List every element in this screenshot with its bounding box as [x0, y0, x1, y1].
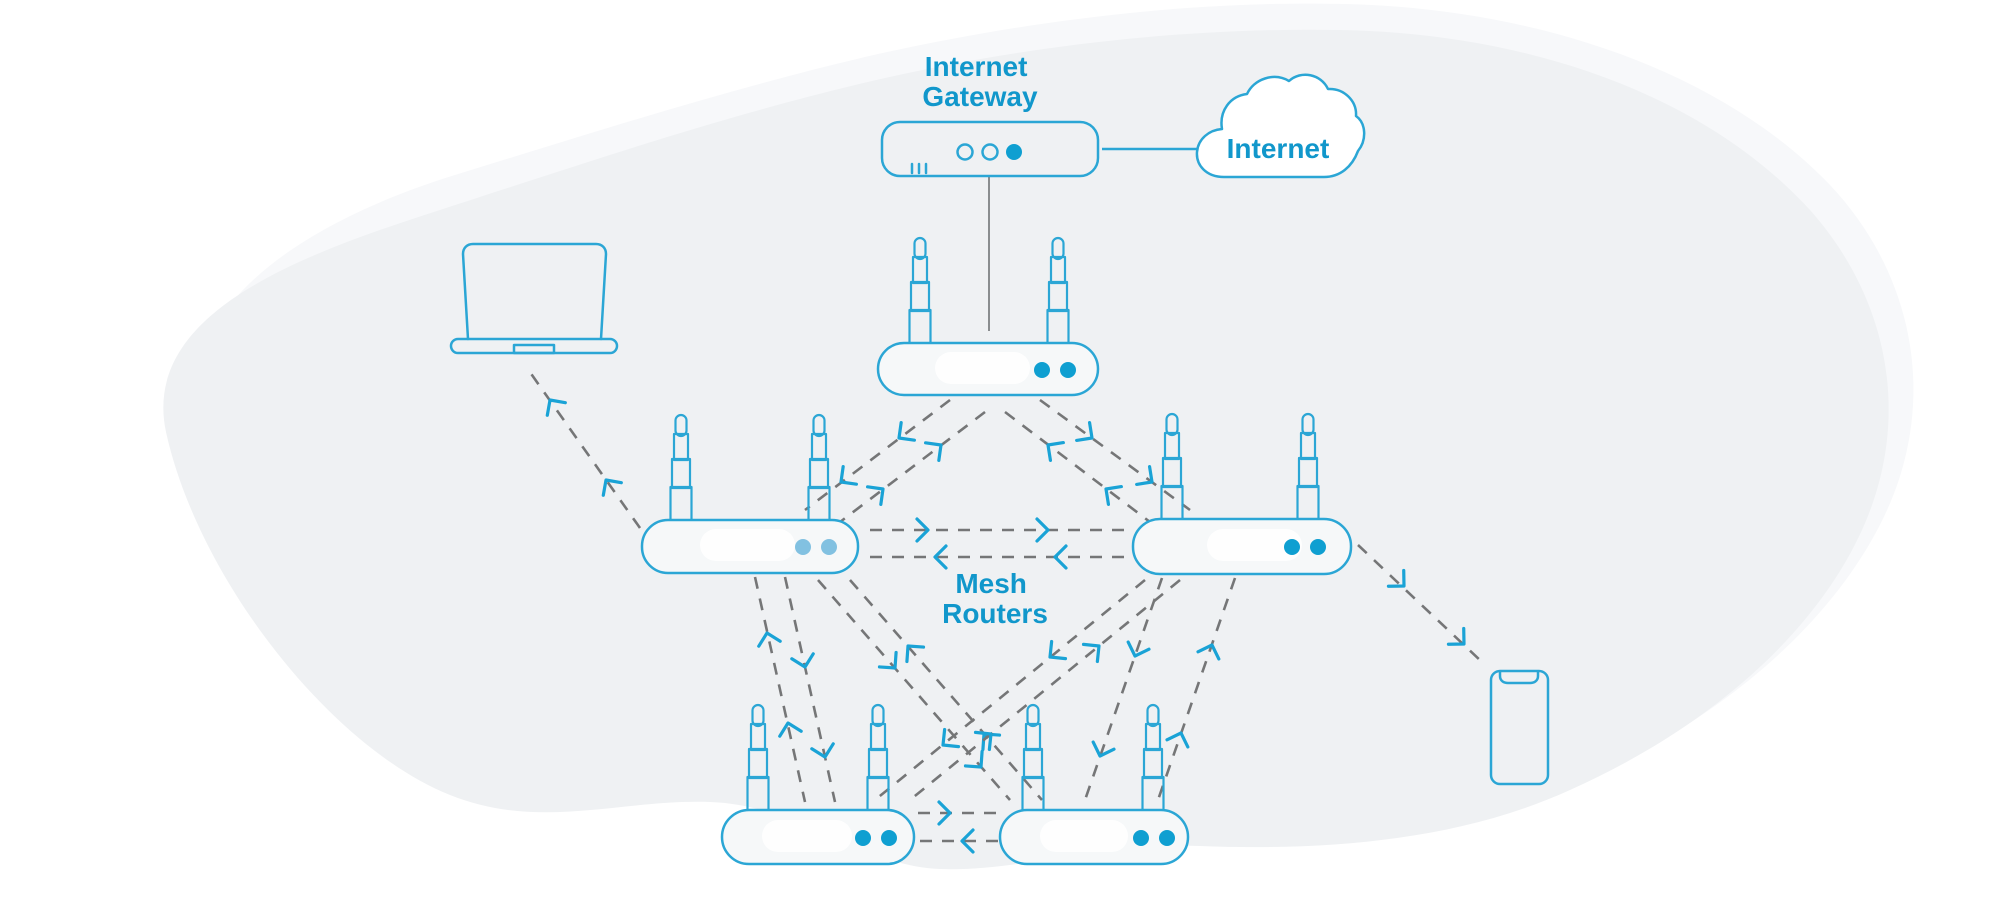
status-led: [821, 539, 837, 555]
dashed-line: [849, 579, 1043, 801]
mesh-router-left: [640, 413, 860, 575]
cloud-icon: [1195, 73, 1366, 179]
link-rightmesh-bottomleft: [874, 578, 1181, 802]
mesh-router-right: [1131, 412, 1353, 576]
dashed-line: [753, 576, 807, 803]
phone-notch: [1498, 670, 1540, 685]
modem-led-off: [956, 143, 974, 161]
internet-cloud: Internet: [1195, 73, 1366, 179]
internet-gateway-modem: [880, 120, 1100, 178]
dashed-line: [909, 578, 1181, 802]
dashed-line: [874, 578, 1146, 802]
link-rightmesh-smartphone: [1357, 544, 1483, 663]
smartphone: [1489, 669, 1550, 786]
dashed-line: [804, 398, 951, 512]
link-leftmesh-bottomright: [817, 579, 1043, 801]
dashed-line: [817, 579, 1011, 801]
link-rightmesh-bottomright: [1083, 577, 1237, 801]
dashed-line: [783, 576, 837, 803]
dashed-line: [1156, 577, 1237, 801]
status-led: [855, 830, 871, 846]
dashed-line: [1083, 577, 1164, 801]
dashed-line: [525, 367, 642, 529]
background-blob: [163, 29, 1889, 870]
status-led: [1159, 830, 1175, 846]
link-leftmesh-laptop: [525, 367, 642, 529]
link-bottomleft-bottomright: [918, 800, 1000, 854]
laptop-trackpad: [512, 343, 556, 355]
laptop: [449, 242, 619, 355]
link-top-rightmesh: [1004, 398, 1191, 524]
dashed-line: [1004, 410, 1151, 524]
modem-body: [880, 120, 1100, 178]
phone-body: [1489, 669, 1550, 786]
status-led: [1284, 539, 1300, 555]
status-led: [881, 830, 897, 846]
internet-gateway-label: Internet Gateway: [922, 51, 1038, 112]
modem-vents-icon: [910, 162, 928, 175]
gateway-router: [876, 236, 1100, 397]
status-led: [1034, 362, 1050, 378]
status-led: [795, 539, 811, 555]
mesh-router-bottom-left: [720, 703, 916, 866]
link-leftmesh-bottomleft: [753, 576, 838, 803]
status-led: [1310, 539, 1326, 555]
status-led: [1060, 362, 1076, 378]
dashed-line: [1039, 398, 1191, 512]
dashed-line: [839, 410, 986, 524]
mesh-router-bottom-right: [998, 703, 1190, 866]
laptop-screen: [461, 242, 608, 341]
modem-led-off: [981, 143, 999, 161]
cloud-label: Internet: [1227, 133, 1330, 164]
modem-led-on: [1006, 144, 1022, 160]
status-led: [1133, 830, 1149, 846]
mesh-routers-label: Mesh Routers: [942, 568, 1048, 629]
link-top-leftmesh: [804, 398, 986, 524]
